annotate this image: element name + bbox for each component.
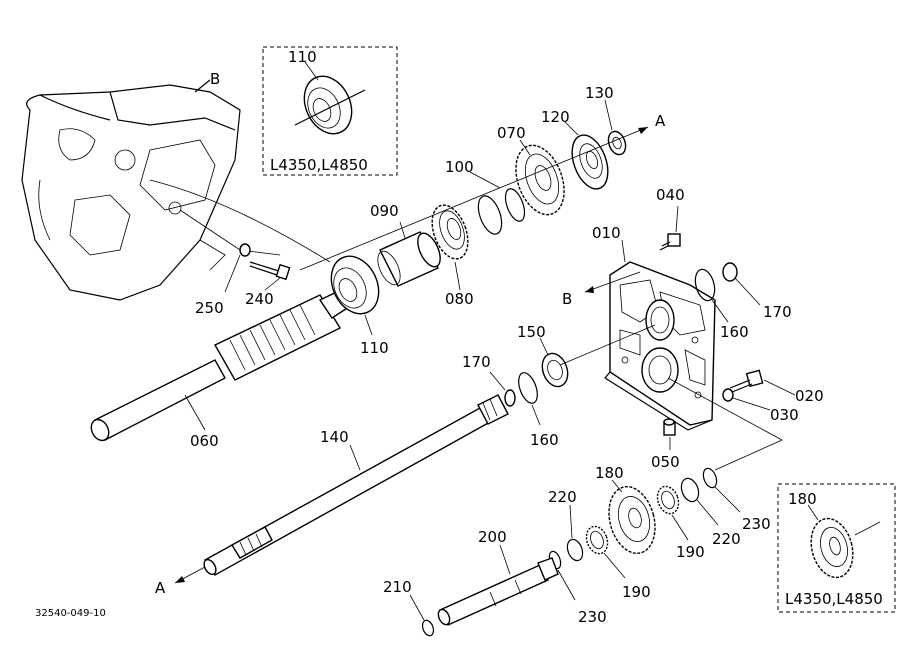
snap-ring-160-lower <box>518 372 538 404</box>
callout-110: 110 <box>360 339 389 357</box>
callout-240: 240 <box>245 290 274 308</box>
gear-070 <box>515 144 565 216</box>
bolt-240 <box>249 261 291 281</box>
reference-a-bottom: A <box>155 579 166 597</box>
washer-250 <box>239 243 251 257</box>
snap-ring-230-right <box>702 467 718 489</box>
callout-190-left: 190 <box>622 583 651 601</box>
bearing-150 <box>541 352 569 388</box>
snap-ring-160-top <box>694 268 716 302</box>
callout-230-left: 230 <box>578 608 607 626</box>
ring-210 <box>421 619 435 637</box>
callout-220-right: 220 <box>712 530 741 548</box>
inset-bottom-models: L4350,L4850 <box>785 590 883 608</box>
washer-220-left <box>566 538 584 562</box>
callout-210: 210 <box>383 578 412 596</box>
collar-130 <box>607 130 627 156</box>
shaft-200 <box>437 557 559 626</box>
callout-050: 050 <box>651 453 680 471</box>
inset-box-bottom <box>777 483 896 613</box>
callout-010: 010 <box>592 224 621 242</box>
callout-230-right: 230 <box>742 515 771 533</box>
callout-170-lower: 170 <box>462 353 491 371</box>
collar-170-top <box>722 262 738 282</box>
washer-220-right <box>680 477 700 503</box>
callout-130: 130 <box>585 84 614 102</box>
inset-top-part-label: 110 <box>288 48 317 66</box>
bearing-120 <box>571 134 609 190</box>
washer-030 <box>722 388 734 402</box>
collar-170-lower <box>504 389 516 407</box>
bearing-110 <box>330 255 380 315</box>
callout-140: 140 <box>320 428 349 446</box>
callout-100: 100 <box>445 158 474 176</box>
callout-160-lower: 160 <box>530 431 559 449</box>
callout-080: 080 <box>445 290 474 308</box>
shaft-140 <box>203 394 509 576</box>
needle-bearing-190-left <box>585 525 609 555</box>
reference-line-b <box>194 79 211 93</box>
reference-b-top: B <box>210 70 220 88</box>
callout-190-right: 190 <box>676 543 705 561</box>
reference-b-mid: B <box>562 290 572 308</box>
callout-040: 040 <box>656 186 685 204</box>
callout-070: 070 <box>497 124 526 142</box>
callout-160-top: 160 <box>720 323 749 341</box>
gear-180-inset <box>810 517 881 579</box>
callout-200: 200 <box>478 528 507 546</box>
bearing-110-inset <box>294 75 366 135</box>
callout-220-left: 220 <box>548 488 577 506</box>
cover-010 <box>604 261 716 431</box>
needle-bearing-190-right <box>656 485 680 515</box>
pin-050 <box>663 418 676 436</box>
reference-a-top: A <box>655 112 666 130</box>
callout-150: 150 <box>517 323 546 341</box>
collar-090 <box>377 231 441 287</box>
callout-030: 030 <box>770 406 799 424</box>
callout-020: 020 <box>795 387 824 405</box>
callout-180: 180 <box>595 464 624 482</box>
callout-120: 120 <box>541 108 570 126</box>
drawing-code: 32540-049-10 <box>35 608 106 619</box>
callout-090: 090 <box>370 202 399 220</box>
bolt-020 <box>729 369 764 393</box>
callout-060: 060 <box>190 432 219 450</box>
inset-box-top <box>262 46 398 176</box>
inset-bottom-part-label: 180 <box>788 490 817 508</box>
inset-top-models: L4350,L4850 <box>270 156 368 174</box>
gear-180 <box>608 485 656 555</box>
snap-ring-100 <box>477 188 526 235</box>
gear-080 <box>431 204 469 260</box>
bolt-040 <box>659 233 681 251</box>
callout-170-top: 170 <box>763 303 792 321</box>
callout-250: 250 <box>195 299 224 317</box>
